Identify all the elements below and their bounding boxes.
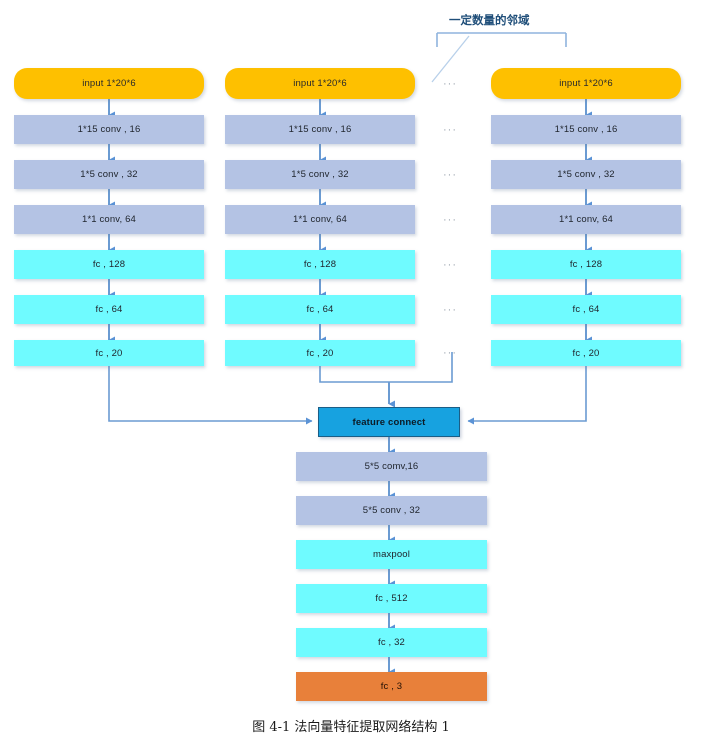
ellipsis-row-fc-64: ··· [443, 304, 457, 316]
ellipsis-row-input: ··· [443, 78, 457, 90]
branch-3-layer-conv-2[interactable]: 1*5 conv , 32 [491, 160, 681, 189]
branch-1-layer-fc-128[interactable]: fc , 128 [14, 250, 204, 279]
trunk-layer-maxpool[interactable]: maxpool [296, 540, 487, 569]
trunk-layer-conv-1[interactable]: 5*5 comv,16 [296, 452, 487, 481]
ellipsis-row-fc-128: ··· [443, 259, 457, 271]
branch-1-layer-conv-2[interactable]: 1*5 conv , 32 [14, 160, 204, 189]
branch-3-layer-input[interactable]: input 1*20*6 [491, 68, 681, 99]
ellipsis-row-fc-20: ··· [443, 347, 457, 359]
branch-2-layer-conv-1[interactable]: 1*15 conv , 16 [225, 115, 415, 144]
branch-2-layer-fc-64[interactable]: fc , 64 [225, 295, 415, 324]
ellipsis-row-conv-1: ··· [443, 124, 457, 136]
ellipsis-row-conv-3: ··· [443, 214, 457, 226]
branch-3-layer-fc-20[interactable]: fc , 20 [491, 340, 681, 366]
branch-2-layer-conv-3[interactable]: 1*1 conv, 64 [225, 205, 415, 234]
trunk-layer-fc-3[interactable]: fc , 3 [296, 672, 487, 701]
branch-3-layer-fc-128[interactable]: fc , 128 [491, 250, 681, 279]
branch-1-layer-conv-1[interactable]: 1*15 conv , 16 [14, 115, 204, 144]
branch-2-layer-fc-128[interactable]: fc , 128 [225, 250, 415, 279]
branch-2-to-merge [319, 366, 389, 383]
neighborhood-bracket [436, 32, 567, 47]
branch-1-layer-fc-64[interactable]: fc , 64 [14, 295, 204, 324]
branch-3-to-merge [467, 366, 587, 425]
trunk-layer-conv-2[interactable]: 5*5 conv , 32 [296, 496, 487, 525]
branch-1-layer-fc-20[interactable]: fc , 20 [14, 340, 204, 366]
branch-1-layer-conv-3[interactable]: 1*1 conv, 64 [14, 205, 204, 234]
feature-connect-node[interactable]: feature connect [318, 407, 460, 437]
branch-3-layer-conv-1[interactable]: 1*15 conv , 16 [491, 115, 681, 144]
branch-3-layer-fc-64[interactable]: fc , 64 [491, 295, 681, 324]
trunk-layer-fc-32[interactable]: fc , 32 [296, 628, 487, 657]
neighborhood-annotation-label: 一定数量的邻域 [449, 13, 530, 27]
neighborhood-leader-line [431, 35, 470, 83]
branch-3-layer-conv-3[interactable]: 1*1 conv, 64 [491, 205, 681, 234]
branch-2-layer-fc-20[interactable]: fc , 20 [225, 340, 415, 366]
branch-2-layer-conv-2[interactable]: 1*5 conv , 32 [225, 160, 415, 189]
figure-caption: 图 4-1 法向量特征提取网络结构 1 [252, 720, 450, 735]
ellipsis-row-conv-2: ··· [443, 169, 457, 181]
trunk-layer-fc-512[interactable]: fc , 512 [296, 584, 487, 613]
branch-2-layer-input[interactable]: input 1*20*6 [225, 68, 415, 99]
branch-1-layer-input[interactable]: input 1*20*6 [14, 68, 204, 99]
branch-1-to-merge [108, 366, 313, 425]
